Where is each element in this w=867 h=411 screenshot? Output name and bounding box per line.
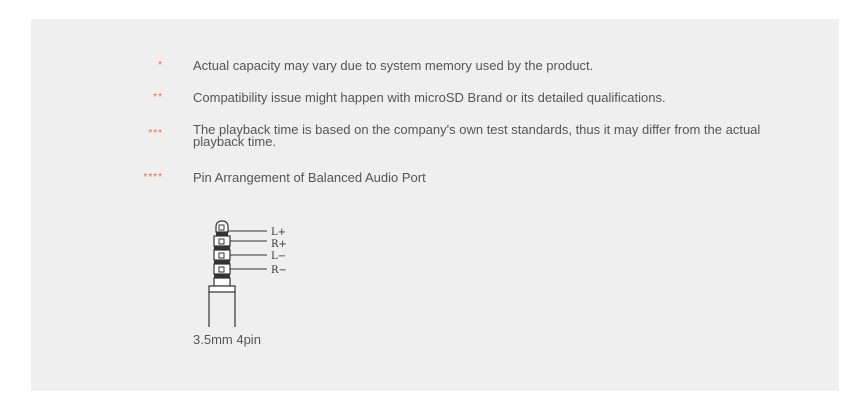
footnotes-panel: * Actual capacity may vary due to system… <box>31 19 839 391</box>
audio-jack-diagram: L+ R+ L− R− <box>208 220 287 327</box>
jack-handle <box>208 292 236 327</box>
jack-collar <box>208 285 236 293</box>
jack-contact <box>218 238 225 245</box>
pin-label-l-minus: L− <box>271 251 286 262</box>
jack-insulator <box>214 246 230 250</box>
pin-label-r-minus: R− <box>271 265 287 276</box>
footnote-text: Actual capacity may vary due to system m… <box>193 58 594 73</box>
pin-label-r-plus: R+ <box>271 239 287 250</box>
pin-label-l-plus: L+ <box>271 227 286 238</box>
jack-insulator <box>214 274 230 278</box>
jack-insulator <box>214 260 230 264</box>
footnote-marker: **** <box>143 172 163 183</box>
footnote-text: The playback time is based on the compan… <box>193 122 761 149</box>
jack-contact <box>218 252 225 259</box>
footnote-text: Pin Arrangement of Balanced Audio Port <box>193 170 426 185</box>
jack-sleeve <box>213 277 231 287</box>
jack-contact <box>218 224 225 231</box>
footnote-marker: ** <box>153 92 163 103</box>
footnote-marker: *** <box>148 128 163 139</box>
jack-caption: 3.5mm 4pin <box>193 332 261 347</box>
footnote-marker: * <box>158 60 163 71</box>
jack-contact <box>218 266 225 273</box>
jack-insulator <box>216 232 228 236</box>
footnote-text: Compatibility issue might happen with mi… <box>193 90 666 105</box>
